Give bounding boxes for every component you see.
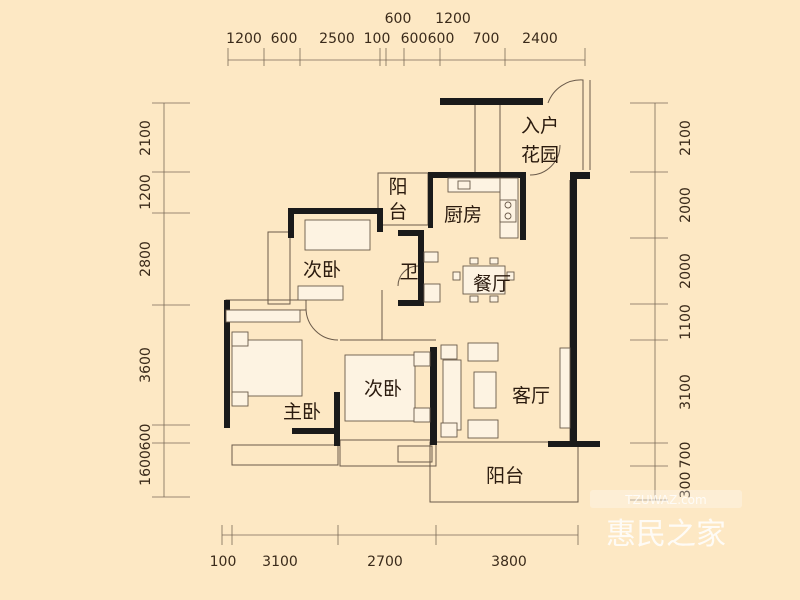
floor-plan-walls <box>224 79 600 503</box>
dim-left-1200: 1200 <box>138 174 154 210</box>
dim-top-100: 100 <box>364 31 391 47</box>
label-dining: 餐厅 <box>473 273 511 295</box>
dimension-right: 2100 2000 2000 1100 3100 700 300 <box>630 102 694 501</box>
dim-right-1100: 1100 <box>678 304 694 340</box>
watermark: TZUWAZ.com 惠民之家 <box>590 490 742 552</box>
bed-master <box>231 339 303 397</box>
dim-bottom-3100: 3100 <box>262 554 298 570</box>
room-labels: 入户 花园 阳 台 厨房 卫 餐厅 次卧 主卧 次卧 客厅 阳台 <box>283 115 559 487</box>
dimension-left: 2100 1200 2800 3600 600 1600 <box>138 102 190 498</box>
dim-left-2100: 2100 <box>138 120 154 156</box>
label-entry-garden-2: 花园 <box>521 144 559 166</box>
dim-top-1200: 1200 <box>435 11 471 27</box>
label-master-bedroom: 主卧 <box>283 401 321 423</box>
dim-right-3100: 3100 <box>678 374 694 410</box>
dim-left-3600: 3600 <box>138 347 154 383</box>
dim-top-600: 600 <box>385 11 412 27</box>
armchair-bottom <box>467 419 499 439</box>
bed-bottom <box>344 354 416 422</box>
label-bedroom-top: 次卧 <box>303 259 341 281</box>
dim-top-600c: 600 <box>401 31 428 47</box>
dim-bottom-3800: 3800 <box>491 554 527 570</box>
dim-right-2000a: 2000 <box>678 187 694 223</box>
label-bedroom-bottom: 次卧 <box>364 378 402 400</box>
label-living: 客厅 <box>512 385 550 407</box>
floor-plan-furniture <box>225 177 571 439</box>
kitchen-sink <box>457 180 471 190</box>
coffee-table <box>473 371 497 409</box>
watermark-brand: 惠民之家 <box>606 517 726 552</box>
bed-top <box>304 219 371 251</box>
watermark-url: TZUWAZ.com <box>624 493 706 507</box>
dim-left-600: 600 <box>138 424 154 451</box>
sofa <box>442 359 462 431</box>
armchair-top <box>467 342 499 362</box>
kitchen-counter-top <box>447 177 504 193</box>
dim-top-600d: 600 <box>428 31 455 47</box>
dim-top-2500: 2500 <box>319 31 355 47</box>
toilet <box>423 283 441 303</box>
dim-right-2100: 2100 <box>678 120 694 156</box>
label-balcony-bottom: 阳台 <box>486 465 524 487</box>
dim-top-1200b: 1200 <box>226 31 262 47</box>
dimension-top: 600 1200 1200 600 2500 100 600 600 700 2… <box>226 11 586 66</box>
label-balcony-top-2: 台 <box>388 201 407 223</box>
dim-left-2800: 2800 <box>138 241 154 277</box>
dim-right-2000b: 2000 <box>678 253 694 289</box>
dim-top-600b: 600 <box>271 31 298 47</box>
tv-cabinet <box>559 347 571 429</box>
label-balcony-top-1: 阳 <box>388 176 407 198</box>
label-bathroom: 卫 <box>399 261 418 283</box>
washbasin <box>423 251 439 263</box>
dim-left-1600: 1600 <box>138 450 154 486</box>
wardrobe-master <box>225 309 301 323</box>
dimension-bottom: 100 3100 2700 3800 <box>210 525 579 570</box>
dim-bottom-2700: 2700 <box>367 554 403 570</box>
dim-top-2400: 2400 <box>522 31 558 47</box>
label-entry-garden-1: 入户 <box>521 115 559 137</box>
stove <box>499 199 517 223</box>
label-kitchen: 厨房 <box>444 204 482 226</box>
wardrobe-top <box>297 285 344 301</box>
dim-right-300: 300 <box>678 472 694 499</box>
dining-table <box>462 265 506 295</box>
dim-bottom-100: 100 <box>210 554 237 570</box>
dim-right-700: 700 <box>678 442 694 469</box>
dim-top-700: 700 <box>473 31 500 47</box>
